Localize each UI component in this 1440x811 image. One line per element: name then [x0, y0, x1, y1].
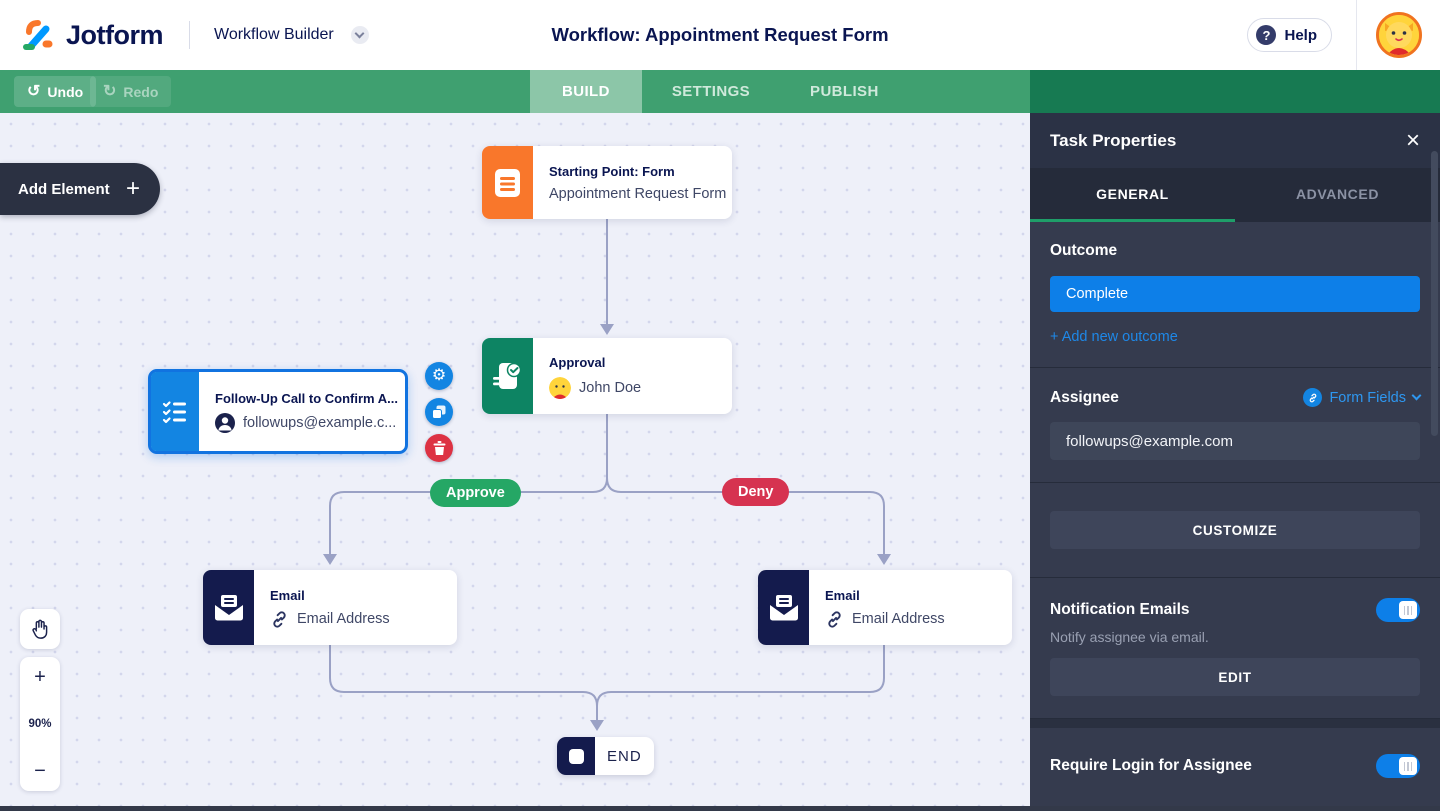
require-login-heading: Require Login for Assignee	[1050, 757, 1252, 774]
link-icon	[1303, 388, 1323, 407]
brand-name: Jotform	[66, 19, 164, 50]
zoom-in-button[interactable]: +	[34, 665, 46, 688]
workflow-canvas[interactable]: Add Element + Starting Point: Form Appoi…	[0, 113, 1030, 811]
add-new-outcome-link[interactable]: + Add new outcome	[1050, 329, 1178, 345]
panel-scrollbar[interactable]	[1431, 151, 1438, 436]
outcome-section: Outcome Complete + Add new outcome	[1030, 222, 1440, 368]
toolbar: ↺ Undo ↻ Redo BUILD SETTINGS PUBLISH	[0, 70, 1440, 113]
customize-button[interactable]: CUSTOMIZE	[1050, 511, 1420, 549]
jotform-logo-icon	[20, 17, 56, 53]
app-header: Workflow: Appointment Request Form Jotfo…	[0, 0, 1440, 70]
undo-icon: ↺	[27, 82, 41, 100]
node-title: Follow-Up Call to Confirm A...	[215, 391, 398, 406]
avatar-zone	[1356, 0, 1440, 70]
tab-build[interactable]: BUILD	[530, 70, 642, 113]
node-settings-button[interactable]: ⚙	[425, 362, 453, 390]
zoom-control: + 90% −	[20, 657, 60, 791]
approval-icon	[482, 338, 533, 414]
zoom-level: 90%	[28, 718, 52, 730]
link-icon	[825, 610, 844, 629]
node-followup-selected[interactable]: Follow-Up Call to Confirm A... followups…	[148, 369, 408, 454]
email-icon	[203, 570, 254, 645]
edit-email-button[interactable]: EDIT	[1050, 658, 1420, 696]
form-fields-dropdown[interactable]: Form Fields	[1303, 388, 1422, 407]
mode-tabs: BUILD SETTINGS PUBLISH	[530, 70, 909, 113]
toolbar-dark-section	[1030, 70, 1440, 113]
node-starting-point[interactable]: Starting Point: Form Appointment Request…	[482, 146, 732, 219]
plus-icon: +	[125, 175, 140, 202]
panel-title: Task Properties	[1050, 130, 1177, 150]
require-login-section: Require Login for Assignee	[1030, 728, 1440, 800]
gear-icon: ⚙	[431, 367, 447, 384]
section-gap	[1030, 719, 1440, 728]
assignee-name: John Doe	[579, 379, 642, 396]
outcome-heading: Outcome	[1050, 242, 1118, 259]
user-avatar[interactable]	[1375, 12, 1422, 58]
node-approval[interactable]: Approval John Doe	[482, 338, 732, 414]
notification-description: Notify assignee via email.	[1050, 629, 1209, 645]
help-button[interactable]: ? Help	[1247, 18, 1332, 52]
outcome-complete-button[interactable]: Complete	[1050, 276, 1420, 312]
node-email-approve[interactable]: Email Email Address	[203, 570, 457, 645]
redo-icon: ↻	[103, 82, 117, 100]
node-end[interactable]: END	[557, 737, 654, 775]
email-icon	[758, 570, 809, 645]
duplicate-icon	[432, 405, 446, 419]
assignee-heading: Assignee	[1050, 388, 1119, 406]
customize-section: CUSTOMIZE	[1030, 483, 1440, 578]
trash-icon	[433, 441, 446, 455]
node-title: Starting Point: Form	[549, 164, 675, 179]
close-icon[interactable]: ×	[1405, 126, 1420, 154]
workflow-builder-dropdown[interactable]: Workflow Builder	[214, 26, 334, 43]
notification-toggle[interactable]	[1376, 598, 1420, 622]
link-icon	[270, 610, 289, 629]
zoom-out-button[interactable]: −	[34, 759, 46, 782]
chevron-down-icon	[1411, 390, 1422, 401]
hand-icon	[29, 618, 51, 640]
assignee-avatar	[549, 376, 571, 399]
notification-heading: Notification Emails	[1050, 601, 1190, 618]
node-title: Email	[825, 587, 860, 603]
assignee-email: followups@example.c...	[243, 415, 397, 431]
node-title: Email	[270, 587, 305, 603]
assignee-section: Assignee Form Fields followups@example.c…	[1030, 368, 1440, 483]
pan-tool-button[interactable]	[20, 609, 60, 649]
node-title: Approval	[549, 354, 606, 370]
undo-button[interactable]: ↺ Undo	[14, 76, 97, 107]
tab-settings[interactable]: SETTINGS	[671, 83, 751, 100]
node-email-deny[interactable]: Email Email Address	[758, 570, 1012, 645]
notification-section: Notification Emails Notify assignee via …	[1030, 578, 1440, 719]
panel-tabs: GENERAL ADVANCED	[1030, 168, 1440, 222]
tab-advanced[interactable]: ADVANCED	[1295, 185, 1380, 202]
end-icon	[557, 737, 595, 775]
node-action-buttons: ⚙	[425, 362, 453, 462]
require-login-toggle[interactable]	[1376, 754, 1420, 778]
question-icon: ?	[1256, 25, 1277, 45]
node-subtitle: Appointment Request Form	[549, 186, 727, 202]
node-duplicate-button[interactable]	[425, 398, 453, 426]
deny-branch-badge[interactable]: Deny	[722, 478, 790, 506]
chevron-down-icon[interactable]	[350, 26, 369, 44]
approve-branch-badge[interactable]: Approve	[430, 479, 521, 507]
header-divider	[189, 21, 190, 49]
form-icon	[482, 146, 533, 219]
task-properties-panel: Task Properties × GENERAL ADVANCED Outco…	[1030, 113, 1440, 811]
tab-publish[interactable]: PUBLISH	[810, 83, 879, 100]
add-element-button[interactable]: Add Element +	[0, 163, 160, 215]
redo-button[interactable]: ↻ Redo	[90, 76, 172, 107]
panel-header: Task Properties ×	[1030, 113, 1440, 168]
node-delete-button[interactable]	[425, 434, 453, 462]
person-icon	[215, 413, 235, 433]
bottom-window-edge	[0, 806, 1440, 811]
task-list-icon	[151, 372, 199, 451]
tab-general[interactable]: GENERAL	[1030, 168, 1235, 222]
assignee-input[interactable]: followups@example.com	[1050, 422, 1420, 460]
